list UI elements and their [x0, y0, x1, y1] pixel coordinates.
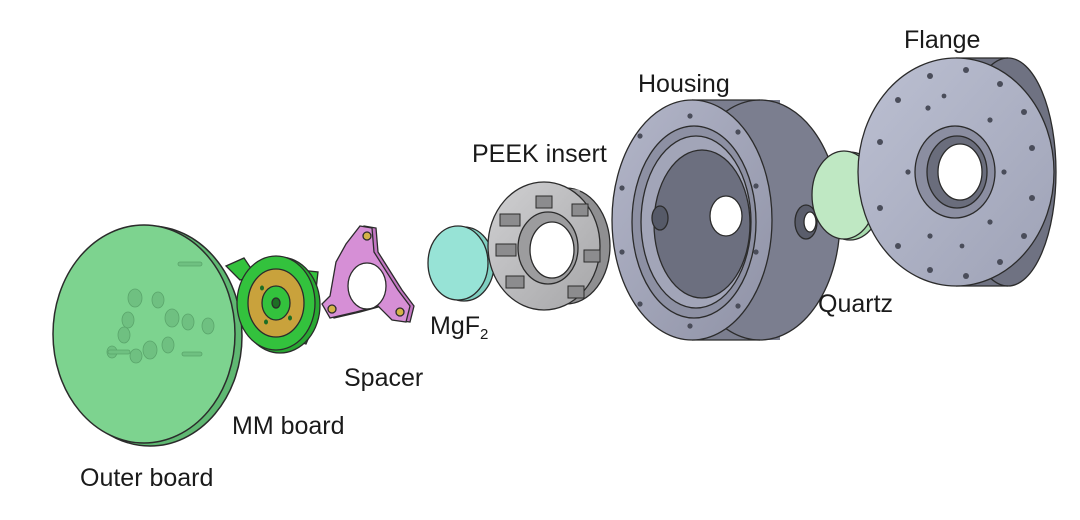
- label-mgf2-subscript: 2: [480, 326, 489, 343]
- mgf2-window-part: [427, 225, 495, 302]
- label-spacer: Spacer: [344, 364, 424, 392]
- label-flange: Flange: [904, 26, 981, 54]
- outer-board-pins: [106, 261, 215, 364]
- outer-board-part: [52, 224, 243, 447]
- peek-insert-part: [487, 181, 611, 311]
- flange-bolt-holes: [877, 67, 1035, 279]
- housing-bolt-holes: [619, 113, 759, 329]
- label-quartz: Quartz: [818, 290, 894, 318]
- label-peek-insert: PEEK insert: [472, 140, 607, 168]
- label-housing: Housing: [638, 70, 730, 98]
- label-outer-board: Outer board: [80, 464, 214, 492]
- spacer-part: [321, 225, 415, 323]
- mm-board-part: [224, 255, 321, 354]
- label-mgf2: MgF2: [430, 312, 489, 343]
- flange-part: [857, 57, 1057, 287]
- label-mm-board: MM board: [232, 412, 345, 440]
- label-mgf2-base: MgF: [430, 312, 480, 340]
- housing-part: [611, 99, 841, 341]
